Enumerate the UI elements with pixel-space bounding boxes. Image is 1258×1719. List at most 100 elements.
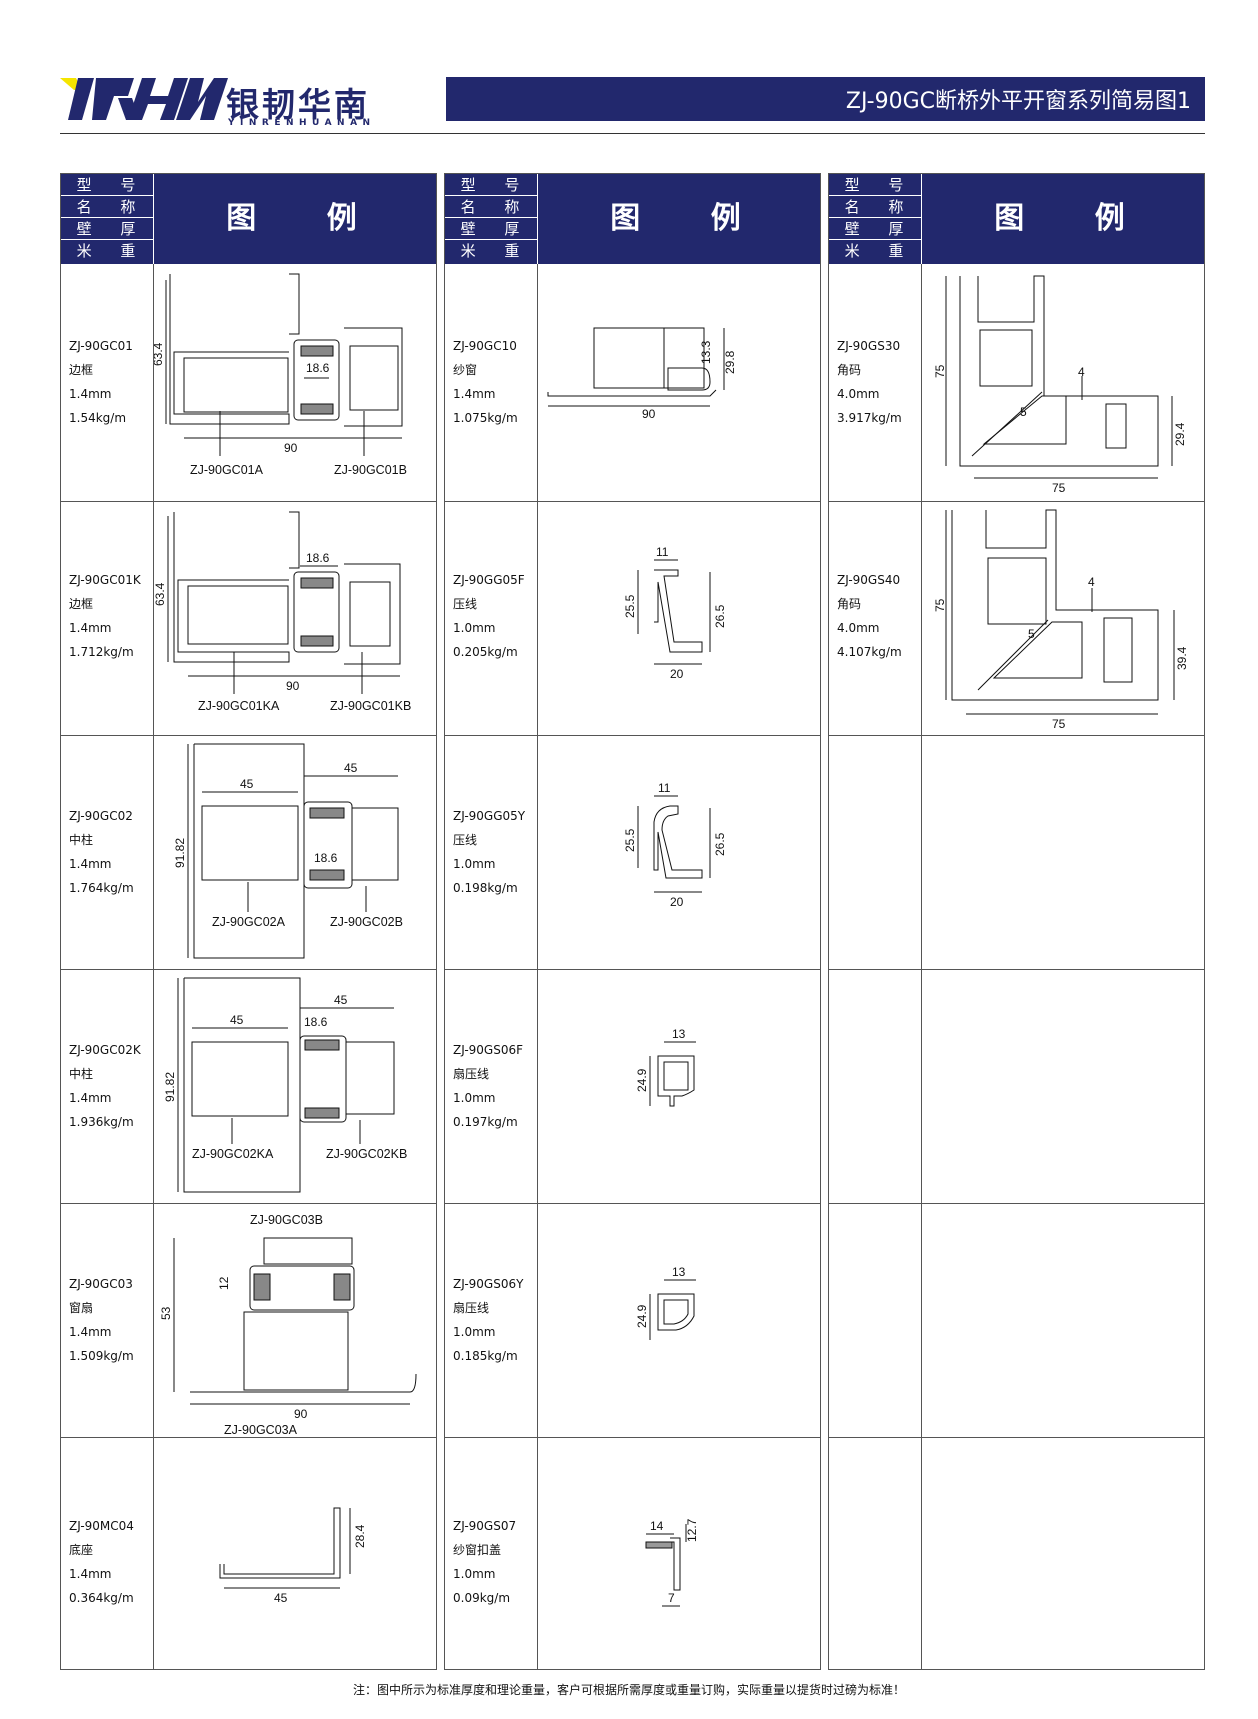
brand-name: 银韧华南 xyxy=(226,85,370,124)
dim-left-width: 45 xyxy=(240,777,254,791)
callout-b: ZJ-90GC01KB xyxy=(330,699,411,713)
profile-drawing: 13 24.9 xyxy=(538,1204,821,1438)
dim-gasket: 12 xyxy=(217,1276,231,1290)
profile-thickness: 1.4mm xyxy=(69,857,112,871)
profile-name: 边框 xyxy=(69,363,94,377)
dim-width: 75 xyxy=(1052,481,1066,495)
profile-model: ZJ-90GS06Y xyxy=(453,1277,524,1291)
profile-model: ZJ-90GC01 xyxy=(69,339,133,353)
dim-arm-height: 39.4 xyxy=(1175,646,1189,670)
profile-weight: 1.509kg/m xyxy=(69,1349,134,1363)
table-header: 型 号 名 称 壁 厚 米 重 图 例 xyxy=(61,174,436,264)
profile-model: ZJ-90GG05Y xyxy=(453,809,526,823)
profile-name: 角码 xyxy=(837,363,862,377)
profile-table-3: 型 号 名 称 壁 厚 米 重 图 例 ZJ-90GS30 角码 4.0mm 3… xyxy=(828,173,1205,1670)
profile-drawing: 63.4 18.6 90 ZJ-90GC01A ZJ-90GC01B xyxy=(151,266,437,500)
header-label-weight: 米 重 xyxy=(460,242,532,260)
header-label-model: 型 号 xyxy=(829,174,921,196)
profile-thickness: 1.4mm xyxy=(69,387,112,401)
brand-pinyin: YINRENHUANAN xyxy=(228,118,376,128)
profile-info: ZJ-90GG05Y 压线 1.0mm 0.198kg/m xyxy=(453,804,537,900)
dim-height: 91.82 xyxy=(163,1072,177,1102)
profile-info: ZJ-90GG05F 压线 1.0mm 0.205kg/m xyxy=(453,568,537,664)
profile-info: ZJ-90GS40 角码 4.0mm 4.107kg/m xyxy=(837,568,921,664)
profile-drawing: 11 25.5 26.5 20 xyxy=(538,736,821,970)
profile-name: 纱窗扣盖 xyxy=(453,1543,502,1557)
profile-model: ZJ-90GC02 xyxy=(69,809,133,823)
profile-thickness: 1.4mm xyxy=(69,1567,112,1581)
header-label-name: 名 称 xyxy=(445,196,537,218)
brand-logo xyxy=(60,78,228,120)
dim-left-width: 45 xyxy=(230,1013,244,1027)
profile-name: 扇压线 xyxy=(453,1301,490,1315)
callout-a: ZJ-90GC01A xyxy=(190,463,264,477)
profile-info: ZJ-90GS06Y 扇压线 1.0mm 0.185kg/m xyxy=(453,1272,537,1368)
profile-model: ZJ-90GC10 xyxy=(453,339,517,353)
profile-model: ZJ-90GG05F xyxy=(453,573,525,587)
profile-weight: 4.107kg/m xyxy=(837,645,902,659)
profile-info: ZJ-90GC01K 边框 1.4mm 1.712kg/m xyxy=(69,568,153,664)
table-header: 型 号 名 称 壁 厚 米 重 图 例 xyxy=(829,174,1204,264)
profile-thickness: 1.0mm xyxy=(453,1091,496,1105)
dim-height: 63.4 xyxy=(154,582,167,606)
profile-model: ZJ-90GS07 xyxy=(453,1519,517,1533)
header-label-model: 型 号 xyxy=(445,174,537,196)
dim-height: 28.4 xyxy=(353,1524,367,1548)
callout-b: ZJ-90GC01B xyxy=(334,463,407,477)
dim-width: 75 xyxy=(1052,717,1066,731)
dim-arm-height: 29.4 xyxy=(1173,422,1187,446)
profile-weight: 1.54kg/m xyxy=(69,411,127,425)
profile-drawing: 91.82 45 45 18.6 ZJ-90GC02KA ZJ-90GC02KB xyxy=(154,970,437,1204)
dim-right-width: 45 xyxy=(344,761,358,775)
profile-table-1: 型 号 名 称 壁 厚 米 重 图 例 ZJ-90GC01 边框 1.4mm 1… xyxy=(60,173,437,1670)
header-label-name: 名 称 xyxy=(61,196,153,218)
profile-name: 纱窗 xyxy=(453,363,478,377)
profile-table-2: 型 号 名 称 壁 厚 米 重 图 例 ZJ-90GC10 纱窗 1.4mm 1… xyxy=(444,173,821,1670)
dim-top: 13 xyxy=(672,1027,686,1041)
profile-thickness: 1.4mm xyxy=(453,387,496,401)
profile-name: 底座 xyxy=(69,1543,94,1557)
profile-thickness: 1.0mm xyxy=(453,621,496,635)
dim-height: 63.4 xyxy=(154,342,165,366)
profile-info: ZJ-90MC04 底座 1.4mm 0.364kg/m xyxy=(69,1514,153,1610)
dim-height: 75 xyxy=(933,598,947,612)
profile-weight: 0.198kg/m xyxy=(453,881,518,895)
profile-drawing: 13.3 29.8 90 xyxy=(538,266,821,500)
callout-b: ZJ-90GC02B xyxy=(330,915,403,929)
profile-thickness: 1.4mm xyxy=(69,1091,112,1105)
profile-thickness: 1.4mm xyxy=(69,1325,112,1339)
profile-weight: 0.197kg/m xyxy=(453,1115,518,1129)
profile-info: ZJ-90GC10 纱窗 1.4mm 1.075kg/m xyxy=(453,334,537,430)
page-title: ZJ-90GC断桥外平开窗系列简易图1 xyxy=(446,77,1205,121)
callout-b: ZJ-90GC03B xyxy=(250,1213,323,1227)
profile-info: ZJ-90GS06F 扇压线 1.0mm 0.197kg/m xyxy=(453,1038,537,1134)
dim-thermal-break: 18.6 xyxy=(304,1015,328,1029)
dim-height: 53 xyxy=(159,1306,173,1320)
dim-diagonal: 5 xyxy=(1020,405,1027,419)
dim-width: 90 xyxy=(284,441,298,455)
profile-thickness: 1.0mm xyxy=(453,1567,496,1581)
profile-name: 中柱 xyxy=(69,833,94,847)
profile-model: ZJ-90GC03 xyxy=(69,1277,133,1291)
header-label-model: 型 号 xyxy=(61,174,153,196)
dim-top: 13 xyxy=(672,1265,686,1279)
table-header: 型 号 名 称 壁 厚 米 重 图 例 xyxy=(445,174,820,264)
profile-drawing: ZJ-90GC03B 53 12 90 ZJ-90GC03A xyxy=(154,1204,437,1438)
header-label-thickness: 壁 厚 xyxy=(61,218,153,240)
profile-weight: 0.09kg/m xyxy=(453,1591,511,1605)
dim-right-width: 45 xyxy=(334,993,348,1007)
profile-drawing: 11 25.5 26.5 20 xyxy=(538,502,821,736)
profile-weight: 0.205kg/m xyxy=(453,645,518,659)
dim-inner-height: 13.3 xyxy=(699,340,713,364)
callout-a: ZJ-90GC01KA xyxy=(198,699,280,713)
dim-right-height: 26.5 xyxy=(713,604,727,628)
profile-name: 角码 xyxy=(837,597,862,611)
dim-left-height: 25.5 xyxy=(623,828,637,852)
profile-weight: 3.917kg/m xyxy=(837,411,902,425)
profile-info: ZJ-90GS30 角码 4.0mm 3.917kg/m xyxy=(837,334,921,430)
dim-left-height: 25.5 xyxy=(623,594,637,618)
footnote: 注：图中所示为标准厚度和理论重量，客户可根据所需厚度或重量订购，实际重量以提货时… xyxy=(352,1683,905,1697)
profile-drawing: 63.4 18.6 90 ZJ-90GC01KA ZJ-90GC01KB xyxy=(153,502,437,736)
header-label-weight: 米 重 xyxy=(76,242,148,260)
dim-width: 45 xyxy=(274,1591,288,1605)
